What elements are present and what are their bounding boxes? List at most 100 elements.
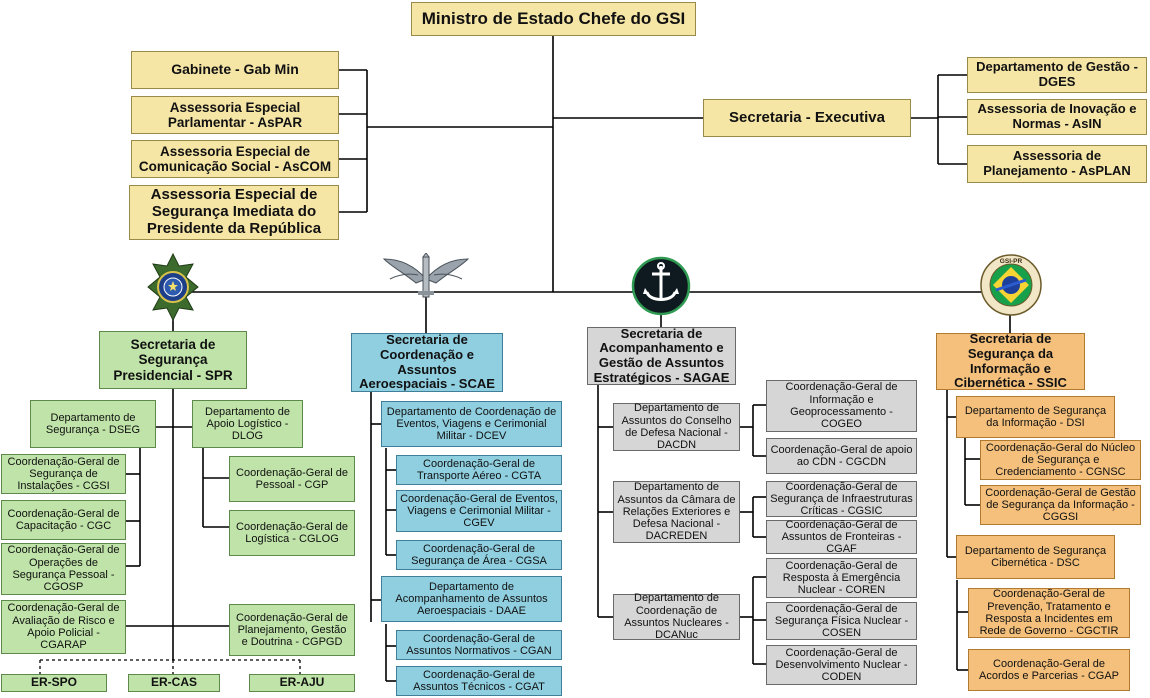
ssic-box[interactable]: Secretaria de Segurança da Informação e … (936, 332, 1085, 390)
dseg-label: Departamento de Segurança - DSEG (45, 411, 141, 436)
coden-box[interactable]: Coordenação-Geral de Desenvolvimento Nuc… (766, 645, 917, 685)
cogeo-label: Coordenação-Geral de Informação e Geopro… (785, 381, 898, 431)
minister-box[interactable]: Ministro de Estado Chefe do GSI (411, 2, 696, 36)
er-aju-label: ER-AJU (279, 675, 325, 690)
cosen-box[interactable]: Coordenação-Geral de Segurança Física Nu… (766, 602, 917, 640)
cgc-box[interactable]: Coordenação-Geral de Capacitação - CGC (1, 500, 126, 540)
spr-label: Secretaria de Segurança Presidencial - S… (113, 337, 233, 383)
cgat-box[interactable]: Coordenação-Geral de Assuntos Técnicos -… (396, 666, 562, 696)
cgcdn-box[interactable]: Coordenação-Geral de apoio ao CDN - CGCD… (766, 438, 917, 474)
asin-label: Assessoria de Inovação e Normas - AsIN (977, 101, 1137, 131)
army-emblem (147, 252, 199, 322)
cggsi-label: Coordenação-Geral de Gestão de Segurança… (985, 486, 1136, 524)
gsi-pr-emblem-text: GSI-PR (1000, 258, 1023, 265)
er-aju-box[interactable]: ER-AJU (249, 674, 355, 692)
ascom-label: Assessoria Especial de Comunicação Socia… (138, 143, 332, 174)
cgp-box[interactable]: Coordenação-Geral de Pessoal - CGP (229, 456, 355, 502)
er-spo-label: ER-SPO (30, 675, 77, 690)
dsi-label: Departamento de Segurança da Informação … (964, 404, 1107, 429)
coden-label: Coordenação-Geral de Desenvolvimento Nuc… (775, 646, 908, 684)
scae-label: Secretaria de Coordenação e Assuntos Aer… (359, 332, 495, 392)
cgsic-label: Coordenação-Geral de Segurança de Infrae… (770, 480, 913, 518)
cogeo-box[interactable]: Coordenação-Geral de Informação e Geopro… (766, 380, 917, 432)
cgaf-label: Coordenação-Geral de Assuntos de Frontei… (781, 518, 902, 556)
segurança-imediata-label: Assessoria Especial de Segurança Imediat… (146, 186, 322, 237)
dsc-label: Departamento de Segurança Cibernética - … (964, 544, 1107, 569)
cgap-box[interactable]: Coordenação-Geral de Acordos e Parcerias… (968, 649, 1130, 691)
dsc-box[interactable]: Departamento de Segurança Cibernética - … (956, 535, 1115, 579)
ascom-box[interactable]: Assessoria Especial de Comunicação Socia… (131, 140, 339, 178)
cgan-label: Coordenação-Geral de Assuntos Normativos… (406, 632, 552, 657)
dcev-label: Departamento de Coordenação de Eventos, … (386, 405, 557, 443)
coren-label: Coordenação-Geral de Resposta à Emergênc… (782, 559, 901, 597)
asin-box[interactable]: Assessoria de Inovação e Normas - AsIN (967, 99, 1147, 135)
daae-box[interactable]: Departamento de Acompanhamento de Assunt… (381, 576, 562, 622)
dcev-box[interactable]: Departamento de Coordenação de Eventos, … (381, 401, 562, 447)
dseg-box[interactable]: Departamento de Segurança - DSEG (30, 400, 156, 448)
cgosp-box[interactable]: Coordenação-Geral de Operações de Segura… (1, 543, 126, 595)
cgpgd-box[interactable]: Coordenação-Geral de Planejamento, Gestã… (229, 604, 355, 656)
aspar-box[interactable]: Assessoria Especial Parlamentar - AsPAR (131, 96, 339, 134)
cgc-label: Coordenação-Geral de Capacitação - CGC (7, 507, 120, 532)
cgp-label: Coordenação-Geral de Pessoal - CGP (236, 466, 348, 491)
dcanuc-label: Departamento de Coordenação de Assuntos … (624, 592, 729, 642)
cgarap-label: Coordenação-Geral de Avaliação de Risco … (7, 602, 120, 652)
cgta-label: Coordenação-Geral de Transporte Aéreo - … (416, 457, 542, 482)
air-force-emblem (382, 253, 470, 298)
cglog-box[interactable]: Coordenação-Geral de Logística - CGLOG (229, 510, 355, 556)
er-cas-label: ER-CAS (150, 675, 197, 690)
minister-label: Ministro de Estado Chefe do GSI (421, 9, 686, 29)
dacreden-box[interactable]: Departamento de Assuntos da Câmara de Re… (613, 481, 740, 543)
cgctir-label: Coordenação-Geral de Prevenção, Tratamen… (979, 588, 1119, 638)
er-cas-box[interactable]: ER-CAS (128, 674, 220, 692)
navy-emblem (631, 256, 691, 316)
coren-box[interactable]: Coordenação-Geral de Resposta à Emergênc… (766, 558, 917, 598)
scae-box[interactable]: Secretaria de Coordenação e Assuntos Aer… (351, 333, 503, 392)
cgta-box[interactable]: Coordenação-Geral de Transporte Aéreo - … (396, 455, 562, 485)
cgsi-label: Coordenação-Geral de Segurança de Instal… (7, 455, 120, 493)
sagae-label: Secretaria de Acompanhamento e Gestão de… (593, 325, 730, 385)
cgpgd-label: Coordenação-Geral de Planejamento, Gestã… (236, 611, 348, 649)
secex-box[interactable]: Secretaria - Executiva (703, 99, 911, 137)
dacdn-box[interactable]: Departamento de Assuntos do Conselho de … (613, 402, 740, 452)
daae-label: Departamento de Acompanhamento de Assunt… (395, 580, 548, 618)
cgsa-box[interactable]: Coordenação-Geral de Segurança de Área -… (396, 540, 562, 570)
cgnsc-label: Coordenação-Geral do Núcleo de Segurança… (985, 441, 1136, 479)
gab-min-label: Gabinete - Gab Min (171, 61, 299, 78)
cgaf-box[interactable]: Coordenação-Geral de Assuntos de Frontei… (766, 518, 917, 556)
sagae-box[interactable]: Secretaria de Acompanhamento e Gestão de… (587, 325, 736, 385)
cglog-label: Coordenação-Geral de Logística - CGLOG (236, 520, 348, 545)
cgsic-box[interactable]: Coordenação-Geral de Segurança de Infrae… (766, 481, 917, 517)
gab-min-box[interactable]: Gabinete - Gab Min (131, 51, 339, 89)
dlog-box[interactable]: Departamento de Apoio Logístico - DLOG (192, 400, 303, 448)
asplan-label: Assessoria de Planejamento - AsPLAN (983, 148, 1131, 178)
cggsi-box[interactable]: Coordenação-Geral de Gestão de Segurança… (980, 485, 1141, 525)
cgctir-box[interactable]: Coordenação-Geral de Prevenção, Tratamen… (968, 588, 1130, 638)
secex-label: Secretaria - Executiva (729, 108, 885, 126)
spr-box[interactable]: Secretaria de Segurança Presidencial - S… (99, 331, 247, 389)
dacreden-label: Departamento de Assuntos da Câmara de Re… (617, 481, 736, 543)
dsi-box[interactable]: Departamento de Segurança da Informação … (956, 396, 1115, 438)
aspar-label: Assessoria Especial Parlamentar - AsPAR (167, 99, 303, 130)
dacdn-label: Departamento de Assuntos do Conselho de … (621, 402, 732, 452)
cgnsc-box[interactable]: Coordenação-Geral do Núcleo de Segurança… (980, 440, 1141, 480)
dcanuc-box[interactable]: Departamento de Coordenação de Assuntos … (613, 592, 740, 642)
segurança-imediata-box[interactable]: Assessoria Especial de Segurança Imediat… (129, 185, 339, 240)
cgsi-box[interactable]: Coordenação-Geral de Segurança de Instal… (1, 454, 126, 494)
cgcdn-label: Coordenação-Geral de apoio ao CDN - CGCD… (770, 443, 913, 468)
dges-box[interactable]: Departamento de Gestão - DGES (967, 57, 1147, 93)
er-spo-box[interactable]: ER-SPO (1, 674, 107, 692)
cgap-label: Coordenação-Geral de Acordos e Parcerias… (979, 657, 1119, 682)
dges-label: Departamento de Gestão - DGES (976, 59, 1138, 89)
dlog-label: Departamento de Apoio Logístico - DLOG (205, 405, 290, 443)
cgev-label: Coordenação-Geral de Eventos, Viagens e … (400, 492, 558, 530)
cgsa-label: Coordenação-Geral de Segurança de Área -… (411, 542, 547, 567)
cgosp-label: Coordenação-Geral de Operações de Segura… (7, 544, 120, 594)
cgan-box[interactable]: Coordenação-Geral de Assuntos Normativos… (396, 630, 562, 660)
cgev-box[interactable]: Coordenação-Geral de Eventos, Viagens e … (396, 490, 562, 532)
cgarap-box[interactable]: Coordenação-Geral de Avaliação de Risco … (1, 600, 126, 654)
cgat-label: Coordenação-Geral de Assuntos Técnicos -… (413, 668, 545, 693)
cosen-label: Coordenação-Geral de Segurança Física Nu… (774, 602, 909, 640)
asplan-box[interactable]: Assessoria de Planejamento - AsPLAN (967, 145, 1147, 183)
